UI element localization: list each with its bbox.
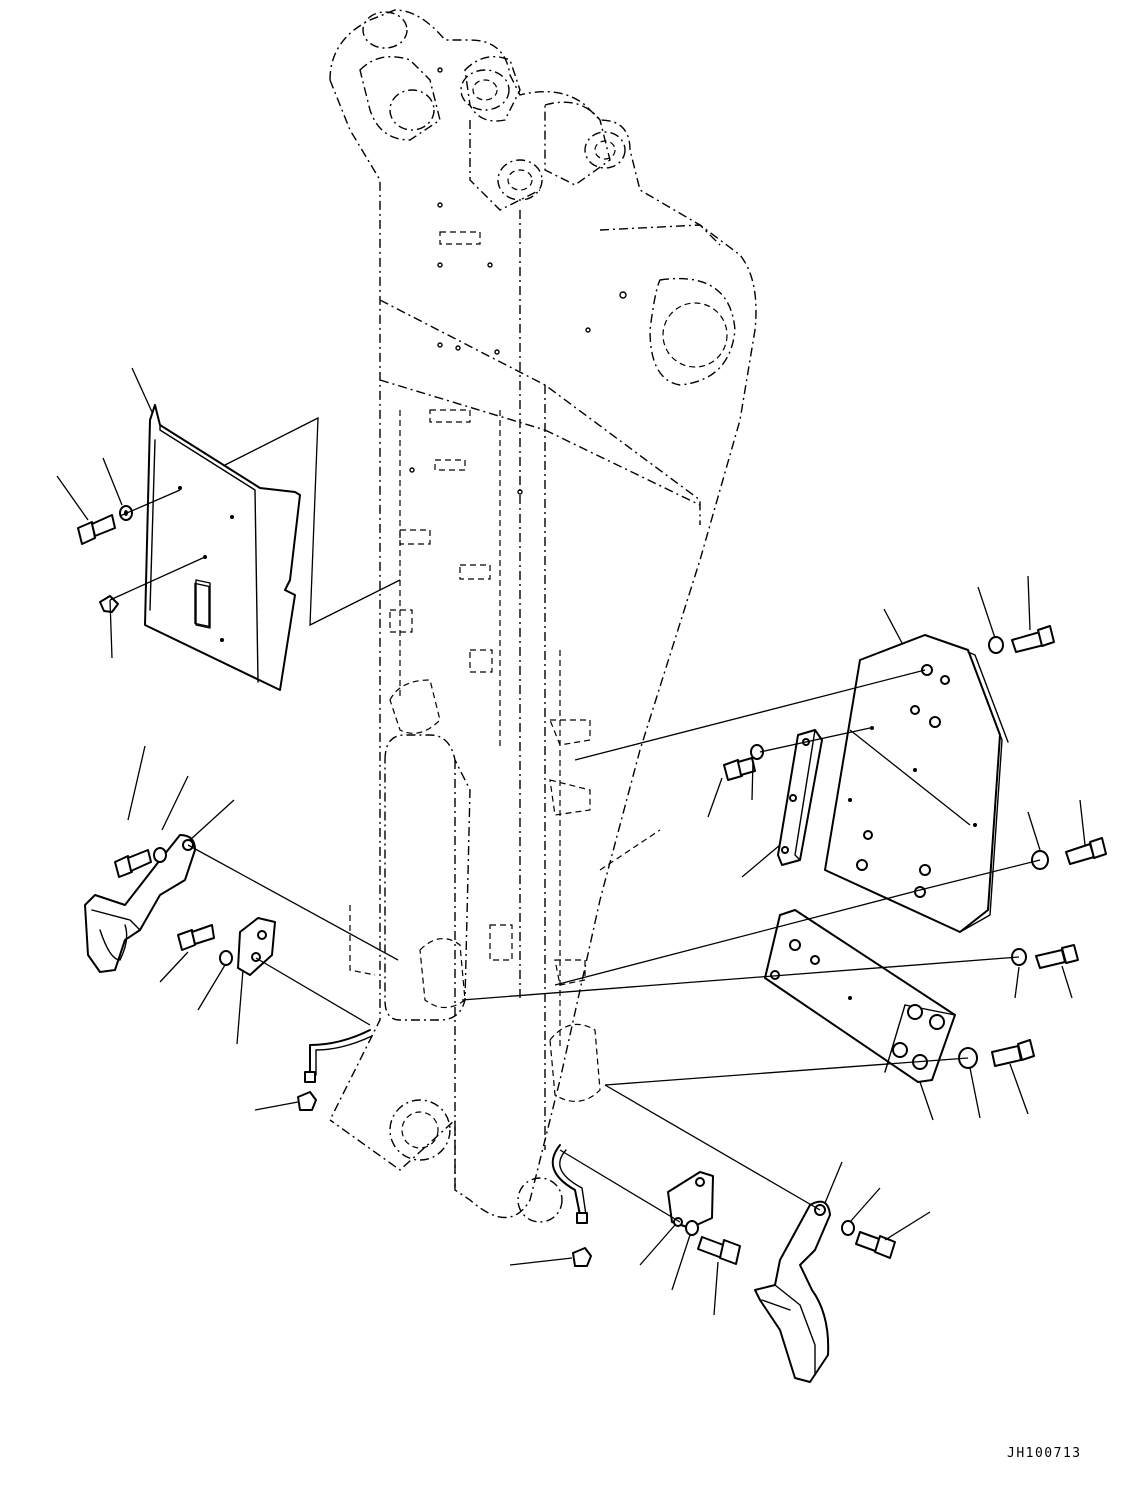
left-lower-hook-bracket (84, 834, 196, 973)
right-upper-large-plate (824, 634, 1009, 933)
drawing-reference-code: JH100713 (1007, 1446, 1082, 1461)
left-upper-cover-plate (144, 404, 301, 691)
bolt-upper-left (77, 505, 133, 613)
arm-body (329, 9, 757, 1223)
right-spacer-bar (777, 729, 823, 866)
bottom-small-plate (667, 1171, 741, 1265)
arm-brackets (349, 67, 627, 1102)
bottom-right-hook-bracket (754, 1200, 896, 1383)
left-small-plate (177, 917, 592, 1267)
right-bolts (723, 625, 1107, 1069)
hose-line (304, 1029, 588, 1224)
right-lower-block (764, 909, 956, 1083)
top-boss-rings (362, 11, 626, 201)
assembly-leader-lines (109, 416, 1041, 1223)
callout-leaders (56, 367, 1086, 1316)
